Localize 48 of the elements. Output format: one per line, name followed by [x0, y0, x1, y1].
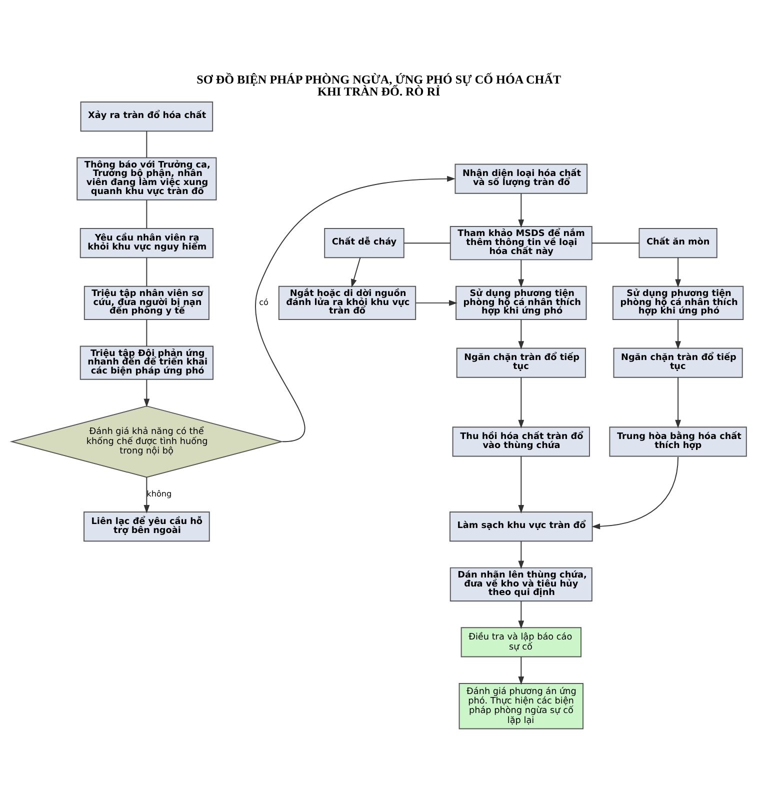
- arrow: [144, 379, 150, 408]
- node-box: Triệu tập nhân viên sơ cứu, đưa người bị nạn đến phòng y tế: [84, 286, 210, 320]
- node-box: Xảy ra tràn đổ hóa chất: [80, 101, 214, 132]
- node-box: Sử dụng phương tiện phòng hộ cá nhân thích hợp khi ứng phó: [612, 286, 744, 320]
- arrow: [518, 456, 524, 514]
- arrow: [351, 257, 361, 288]
- node-box: Tham khảo MSDS để nắm thêm thông tin về loại hóa chất này: [450, 226, 592, 260]
- connector: [146, 257, 148, 287]
- node-box: Làm sạch khu vực tràn đổ: [449, 512, 593, 542]
- node-box: Ngăn chặn tràn đổ tiếp tục: [456, 348, 586, 378]
- node-box: Ngăn chặn tràn đổ tiếp tục: [613, 348, 743, 378]
- node-box: Điều tra và lập báo cáo sự cố: [460, 627, 582, 658]
- node-box: Liên lạc để yêu cầu hỗ trợ bên ngoài: [84, 512, 210, 542]
- diagram-title: SƠ ĐỒ BIỆN PHÁP PHÒNG NGỪA, ỨNG PHÓ SỰ CỐ HÓA CHẤT KHI TRÀN ĐỔ. RÒ RỈ: [196, 72, 562, 98]
- arrow: [518, 376, 524, 428]
- node-box: Thông báo với Trưởng ca, Trưởng bộ phận, nhân viên đang làm việc xung quanh khu vực tràn đổ: [76, 157, 217, 200]
- arrow: [518, 193, 524, 228]
- arrow: [518, 540, 524, 570]
- connector: [146, 319, 148, 347]
- connector: [591, 242, 640, 244]
- arrow: [518, 600, 524, 629]
- connector: [404, 242, 451, 244]
- arrow: [518, 319, 524, 350]
- node-box: Chất dễ cháy: [324, 228, 404, 258]
- connector: [146, 200, 148, 229]
- node-box: Ngắt hoặc di dời nguồn đánh lửa ra khỏi khu vực tràn đổ: [278, 286, 416, 320]
- connector: [146, 130, 148, 158]
- node-box: Đánh giá phương án ứng phó. Thực hiện các biện pháp phòng ngừa sự cố lặp lại: [458, 683, 584, 730]
- node-box: Dán nhãn lên thùng chứa, đưa về kho và tiêu hủy theo qui định: [450, 567, 592, 602]
- node-box: Thu hồi hóa chất tràn đổ vào thùng chứa: [452, 426, 590, 457]
- arrow: [675, 257, 681, 288]
- node-box: Trung hòa bằng hóa chất thích hợp: [609, 426, 747, 457]
- node-box: Yêu cầu nhân viên ra khỏi khu vực nguy hiểm: [80, 228, 214, 258]
- arrow: [144, 476, 150, 514]
- arrow: [518, 259, 524, 288]
- edge-label: không: [146, 488, 172, 499]
- arrow: [255, 176, 456, 442]
- node-box: Chất ăn mòn: [638, 228, 718, 258]
- node-box: Nhận diện loại hóa chất và số lượng tràn đổ: [454, 164, 588, 194]
- node-box: Sử dụng phương tiện phòng hộ cá nhân thích hợp khi ứng phó: [456, 286, 587, 320]
- node-box: Triệu tập Đội phản ứng nhanh đến để triển khai các biện pháp ứng phó: [80, 346, 214, 380]
- edge-label: có: [259, 296, 268, 307]
- node-diamond: Đánh giá khả năng có thể khống chế được tình huống trong nội bộ: [10, 406, 284, 478]
- arrow: [675, 319, 681, 350]
- arrow: [415, 300, 458, 306]
- arrow: [518, 656, 524, 685]
- arrow: [675, 376, 681, 428]
- arrow: [592, 456, 679, 530]
